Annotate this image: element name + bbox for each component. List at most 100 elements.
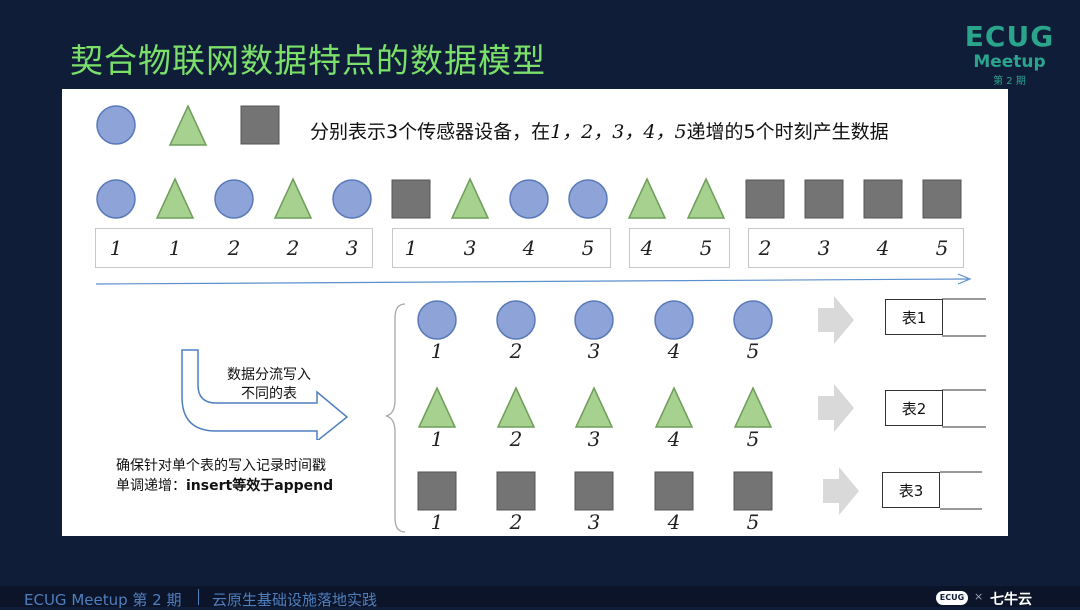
stream-time-label: 5 (581, 236, 595, 260)
gray-arrow-icon (818, 384, 854, 432)
row-square-icon (496, 471, 536, 511)
row-triangle-icon (733, 386, 773, 428)
row-time-label: 2 (509, 427, 523, 451)
row-circle-icon (496, 300, 536, 340)
ecug-logo: ECUG Meetup 第 2 期 (962, 20, 1057, 87)
flow-label-line1: 数据分流写入 (227, 367, 311, 383)
logo-brand: ECUG (964, 20, 1055, 53)
stream-time-label: 5 (935, 236, 949, 260)
row-circle-icon (733, 300, 773, 340)
footer-event: ECUG Meetup 第 2 期 (24, 591, 182, 609)
row-circle-icon (654, 300, 694, 340)
stream-time-label: 3 (463, 236, 477, 260)
row-time-label: 3 (587, 339, 601, 363)
flow-label: 数据分流写入 不同的表 (200, 366, 338, 404)
stream-triangle-icon (450, 177, 490, 219)
table-box-1: 表1 (885, 299, 943, 335)
row-time-label: 5 (746, 510, 760, 534)
stream-time-label: 2 (758, 236, 772, 260)
gray-arrow-icon (823, 467, 859, 515)
stream-group-box (392, 228, 611, 268)
row-time-label: 4 (667, 339, 681, 363)
stream-time-label: 2 (227, 236, 241, 260)
stream-time-label: 2 (286, 236, 300, 260)
stream-time-label: 1 (109, 236, 123, 260)
stream-circle-icon (332, 179, 372, 219)
row-square-icon (733, 471, 773, 511)
row-triangle-icon (574, 386, 614, 428)
note-line1: 确保针对单个表的写入记录时间戳 (116, 458, 326, 474)
row-time-label: 5 (746, 427, 760, 451)
row-circle-icon (574, 300, 614, 340)
footer-sponsor: 七牛云 (990, 592, 1032, 608)
table-box-3: 表3 (882, 472, 940, 508)
legend-text: 分别表示3个传感器设备，在1，2，3，4，5递增的5个时刻产生数据 (310, 117, 889, 144)
note-line2-bold: insert等效于append (186, 478, 334, 494)
legend-times: 1，2，3，4，5 (550, 121, 687, 143)
flow-arrow (181, 349, 349, 440)
stream-shapes (96, 177, 962, 219)
table-lines (940, 298, 986, 510)
flow-label-line2: 不同的表 (241, 386, 297, 402)
stream-time-label: 3 (817, 236, 831, 260)
footer-badge: ECUG (936, 591, 968, 605)
row-time-label: 3 (587, 427, 601, 451)
row-time-label: 1 (430, 427, 444, 451)
stream-square-icon (804, 179, 844, 219)
stream-time-label: 5 (699, 236, 713, 260)
stream-circle-icon (96, 179, 136, 219)
table-box-2: 表2 (885, 390, 943, 426)
page-title: 契合物联网数据特点的数据模型 (70, 41, 546, 80)
stream-time-label: 4 (522, 236, 536, 260)
row-time-label: 3 (587, 510, 601, 534)
gray-arrow-icon (818, 296, 854, 344)
brace (385, 303, 406, 533)
stream-time-label: 4 (640, 236, 654, 260)
timeline-arrow (95, 273, 972, 285)
stream-group-box (95, 228, 373, 268)
circle-icon (96, 105, 136, 145)
stream-time-label: 3 (345, 236, 359, 260)
row-time-label: 5 (746, 339, 760, 363)
row-square-icon (654, 471, 694, 511)
legend-shapes (96, 104, 280, 146)
stream-time-label: 1 (404, 236, 418, 260)
triangle-icon (168, 104, 208, 146)
footer-bar (0, 586, 1080, 607)
footer-separator (198, 589, 199, 605)
footer-times: × (974, 590, 984, 603)
legend-suffix: 递增的5个时刻产生数据 (686, 121, 889, 143)
row-time-label: 4 (667, 510, 681, 534)
stream-triangle-icon (273, 177, 313, 219)
row-time-label: 4 (667, 427, 681, 451)
row-time-label: 2 (509, 339, 523, 363)
logo-edition: 第 2 期 (993, 76, 1026, 87)
rows-svg (417, 296, 859, 515)
note-text: 确保针对单个表的写入记录时间戳 单调递增：insert等效于append (116, 456, 333, 496)
row-triangle-icon (654, 386, 694, 428)
stream-square-icon (745, 179, 785, 219)
stream-group-box (629, 228, 730, 268)
logo-sub: Meetup (973, 52, 1046, 72)
stream-circle-icon (509, 179, 549, 219)
stream-triangle-icon (627, 177, 667, 219)
row-triangle-icon (417, 386, 457, 428)
row-triangle-icon (496, 386, 536, 428)
stream-square-icon (922, 179, 962, 219)
stream-circle-icon (214, 179, 254, 219)
stream-time-label: 4 (876, 236, 890, 260)
note-line2-prefix: 单调递增： (116, 478, 186, 494)
row-circle-icon (417, 300, 457, 340)
stream-square-icon (863, 179, 903, 219)
row-time-label: 2 (509, 510, 523, 534)
slide-panel (62, 89, 1008, 536)
stream-triangle-icon (155, 177, 195, 219)
row-square-icon (417, 471, 457, 511)
square-icon (240, 105, 280, 145)
stream-time-label: 1 (168, 236, 182, 260)
stream-square-icon (391, 179, 431, 219)
row-square-icon (574, 471, 614, 511)
row-time-label: 1 (430, 339, 444, 363)
row-time-label: 1 (430, 510, 444, 534)
footer-topic: 云原生基础设施落地实践 (212, 591, 378, 609)
